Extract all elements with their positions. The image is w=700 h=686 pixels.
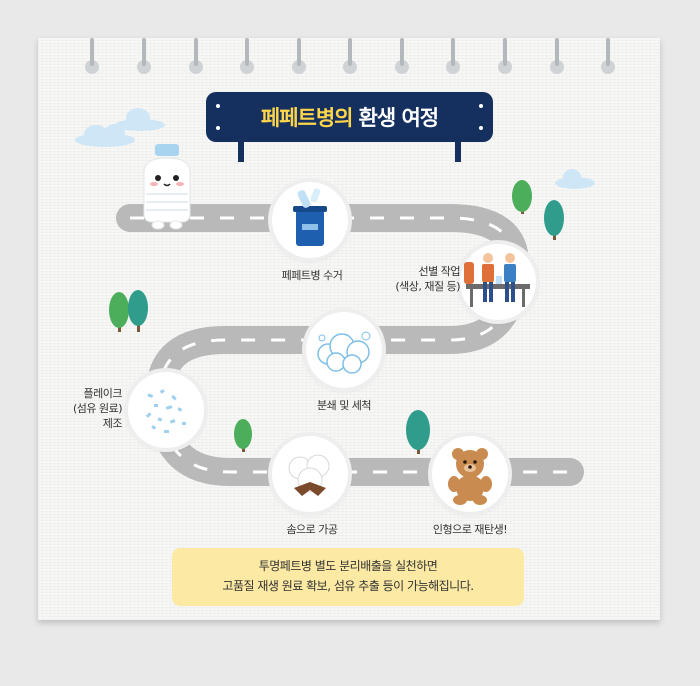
title-rest: 환생 여정 (358, 106, 440, 130)
tree-icon (512, 180, 532, 214)
flake-caption-line3: 제조 (102, 417, 123, 430)
ring-wire (606, 38, 610, 66)
tree-icon (109, 290, 148, 332)
cotton-caption: 솜으로 가공 (286, 523, 338, 536)
ring-hole (189, 60, 203, 74)
sign-rivet (479, 126, 483, 130)
ring-wire (297, 38, 301, 66)
ring-hole (240, 60, 254, 74)
ring-hole (343, 60, 357, 74)
cotton-bubble (272, 436, 348, 512)
sorting-workers-icon (464, 253, 530, 307)
ring-hole (292, 60, 306, 74)
cloud-icon (555, 169, 595, 189)
flake-bubble (128, 372, 204, 448)
tree-icon (234, 419, 252, 452)
sign-post (455, 142, 461, 162)
collect-bubble (272, 182, 348, 258)
ring-wire (400, 38, 404, 66)
sign-rivet (216, 126, 220, 130)
title-highlight: 페페트병의 (260, 106, 354, 130)
cloud-icon (115, 108, 165, 131)
tree-icon (406, 410, 430, 454)
ring-wire (503, 38, 507, 66)
flake-caption-line2: (섬유 원료) (72, 402, 123, 415)
teddy-bear-icon (448, 448, 492, 505)
ring-wire (142, 38, 146, 66)
doll-bubble (432, 436, 508, 512)
collect-caption: 페페트병 수거 (281, 269, 343, 282)
footer-line2: 고품질 재생 원료 확보, 섬유 추출 등이 가능해집니다. (222, 579, 474, 593)
ring-wire (245, 38, 249, 66)
cotton-boll-icon (288, 454, 330, 496)
flake-caption-line1: 플레이크 (83, 387, 123, 400)
bottle-mascot-icon (143, 144, 191, 230)
ring-hole (85, 60, 99, 74)
foam-bubbles-icon (317, 331, 371, 374)
sort-bubble (460, 244, 536, 320)
sign-rivet (216, 104, 220, 108)
ring-wire (90, 38, 94, 66)
ring-hole (137, 60, 151, 74)
ring-wire (194, 38, 198, 66)
ring-hole (550, 60, 564, 74)
sign-rivet (479, 104, 483, 108)
tree-icon (544, 200, 564, 240)
plastic-flakes-icon (145, 389, 186, 433)
recycling-bin-icon (293, 188, 327, 246)
ring-hole (446, 60, 460, 74)
sort-caption-line1: 선별 작업 (418, 265, 461, 278)
flake-caption: 플레이크 (섬유 원료) 제조 (50, 386, 123, 431)
ring-wire (451, 38, 455, 66)
sort-caption: 선별 작업 (색상, 재질 등) (376, 264, 460, 294)
ring-hole (498, 60, 512, 74)
sign-post (238, 142, 244, 162)
title-sign: 페페트병의 환생 여정 (206, 92, 493, 142)
ring-wire (348, 38, 352, 66)
footer-line1: 투명페트병 별도 분리배출을 실천하면 (258, 559, 438, 573)
footer-message: 투명페트병 별도 분리배출을 실천하면 고품질 재생 원료 확보, 섬유 추출 … (172, 548, 524, 606)
doll-caption: 인형으로 재탄생! (432, 523, 508, 536)
ring-wire (555, 38, 559, 66)
sort-caption-line2: (색상, 재질 등) (395, 280, 460, 293)
crush-bubble (306, 312, 382, 388)
ring-hole (601, 60, 615, 74)
ring-hole (395, 60, 409, 74)
crush-caption: 분쇄 및 세척 (316, 399, 372, 412)
